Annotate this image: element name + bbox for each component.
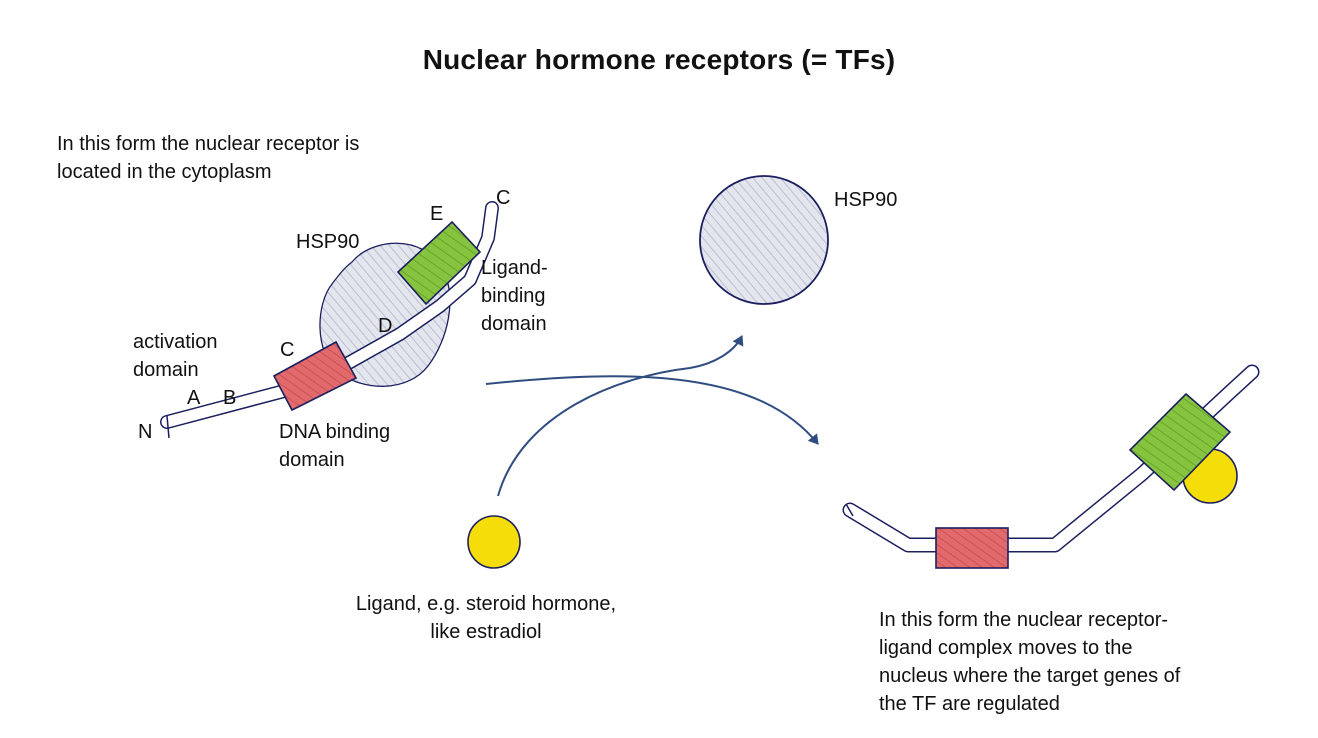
cytoplasm-note-line1: In this form the nuclear receptor is <box>57 133 360 155</box>
nucleus-note-line3: nucleus where the target genes of <box>879 665 1181 687</box>
ligand-binding-label-line1: Ligand- <box>481 257 548 279</box>
receptor-ligand-complex <box>842 364 1260 553</box>
ligand-binding-domain-box <box>396 220 482 306</box>
ligand-circle <box>467 515 521 569</box>
ligand-binding-label-line3: domain <box>481 313 547 335</box>
region-d-label: D <box>378 315 393 337</box>
activation-domain-label-line2: domain <box>133 359 199 381</box>
c-terminus-label: C <box>496 187 511 209</box>
slide-title: Nuclear hormone receptors (= TFs) <box>422 44 896 75</box>
n-terminus-label: N <box>138 421 153 443</box>
cytoplasm-note-line2: located in the cytoplasm <box>57 161 272 183</box>
ligand-binding-label-line2: binding <box>481 285 546 307</box>
region-b-label: B <box>223 387 237 409</box>
dna-binding-label-line2: domain <box>279 449 345 471</box>
region-a-label: A <box>187 387 201 409</box>
complex-dna-binding-box <box>935 527 1009 569</box>
hsp90-bound-label: HSP90 <box>296 231 360 253</box>
nucleus-note-line4: the TF are regulated <box>879 693 1060 715</box>
ligand-binding-arrow <box>497 335 744 497</box>
activation-domain-label-line1: activation <box>133 331 218 353</box>
region-c-label: C <box>280 339 295 361</box>
dna-binding-domain-box <box>272 340 358 412</box>
dna-binding-label-line1: DNA binding <box>279 421 391 443</box>
complex-ligand-binding-box <box>1128 392 1232 492</box>
nucleus-note-line1: In this form the nuclear receptor- <box>879 609 1169 631</box>
nucleus-note-line2: ligand complex moves to the <box>879 637 1133 659</box>
receptor-transition-arrow <box>485 375 819 445</box>
released-hsp90-label: HSP90 <box>834 189 898 211</box>
ligand-label-line2: like estradiol <box>430 621 542 643</box>
region-e-label: E <box>430 203 444 225</box>
ligand-label-line1: Ligand, e.g. steroid hormone, <box>355 593 617 615</box>
released-hsp90-circle <box>699 175 829 305</box>
